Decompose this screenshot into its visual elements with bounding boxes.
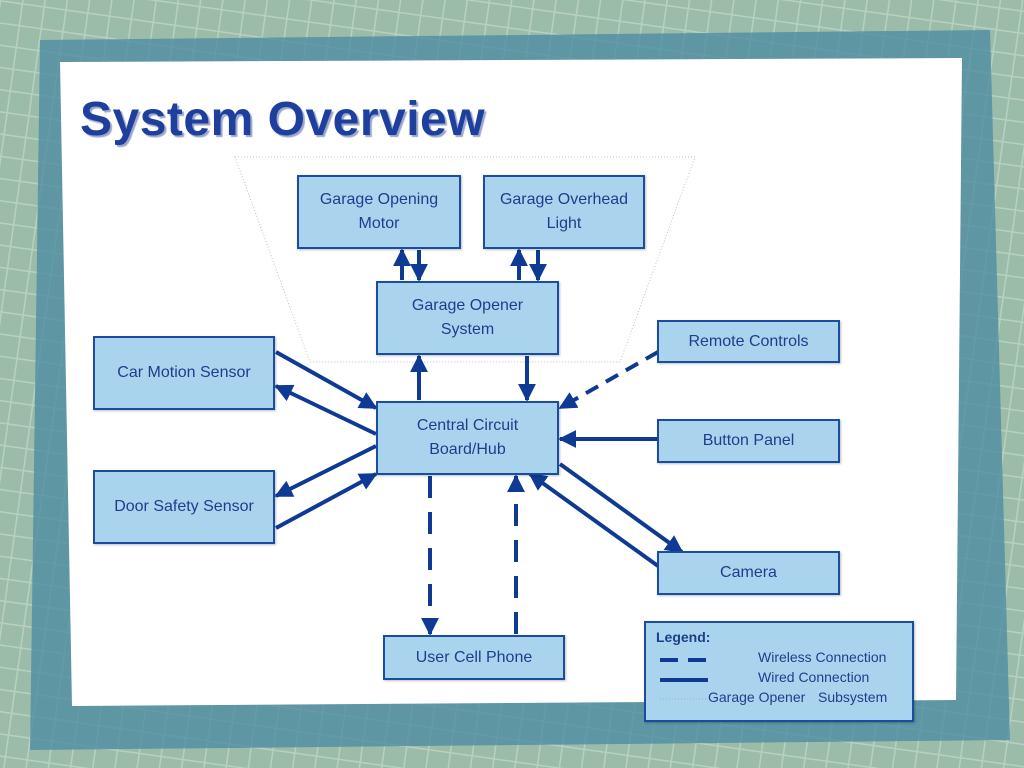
node-label: User Cell Phone — [415, 648, 533, 666]
node-user-cell-phone: User Cell Phone — [383, 635, 565, 680]
node-label: Garage Opening Motor — [319, 191, 439, 232]
node-camera: Camera — [657, 551, 840, 595]
subsystem-boundary — [234, 156, 696, 363]
node-label: Car Motion Sensor — [117, 364, 251, 381]
node-garage-opener-system: Garage Opener System — [376, 281, 559, 355]
legend-wired-label: Wired Connection — [758, 669, 870, 685]
node-central-circuit-board: Central Circuit Board/Hub — [376, 401, 559, 475]
legend-title: Legend: — [656, 629, 711, 645]
legend-subsystem-label-a: Garage Opener — [708, 689, 806, 705]
node-remote-controls: Remote Controls — [657, 320, 840, 363]
link-camera-to-central — [528, 472, 660, 568]
node-garage-opening-motor: Garage Opening Motor — [297, 175, 461, 249]
slide-title: System Overview — [80, 93, 486, 146]
node-label: Remote Controls — [688, 332, 809, 350]
node-label: Camera — [720, 564, 777, 581]
legend-wireless-label: Wireless Connection — [758, 649, 887, 665]
node-garage-overhead-light: Garage Overhead Light — [483, 175, 645, 249]
link-central-to-doorsensor — [274, 444, 377, 498]
link-doorsensor-to-central — [275, 472, 378, 530]
node-label: Door Safety Sensor — [114, 498, 254, 515]
node-door-safety-sensor: Door Safety Sensor — [93, 470, 275, 544]
legend: Legend: Wireless Connection Wired Connec… — [644, 621, 914, 722]
node-car-motion-sensor: Car Motion Sensor — [93, 336, 275, 410]
node-label: Garage Opener System — [411, 297, 524, 338]
link-carsensor-to-central — [275, 350, 378, 410]
node-button-panel: Button Panel — [657, 419, 840, 463]
node-label: Central Circuit Board/Hub — [416, 417, 519, 458]
link-remote-to-central — [558, 350, 659, 410]
link-central-to-camera — [558, 462, 684, 554]
link-central-to-carsensor — [274, 384, 377, 436]
legend-swatches — [660, 658, 708, 700]
node-label: Garage Overhead Light — [499, 191, 629, 232]
node-label: Button Panel — [702, 432, 795, 449]
legend-subsystem-label-b: Subsystem — [818, 689, 888, 705]
